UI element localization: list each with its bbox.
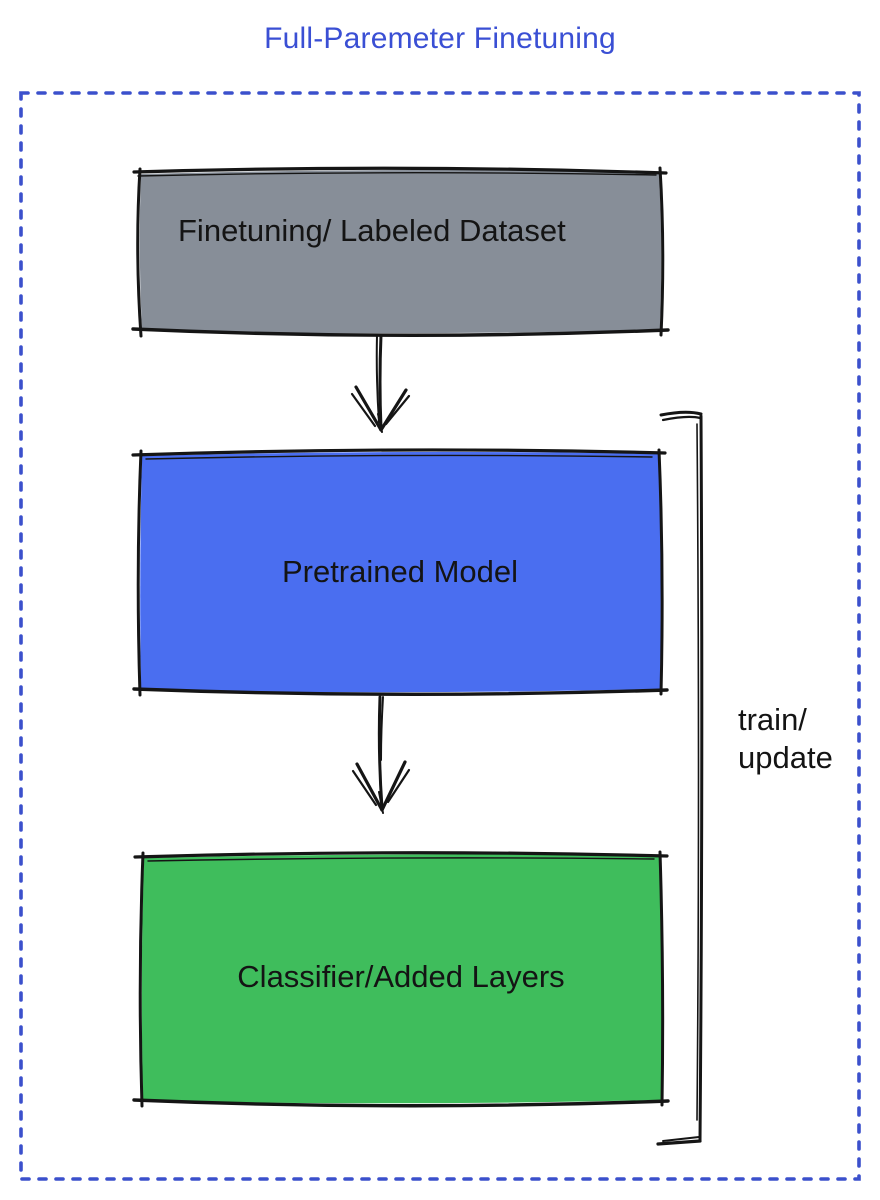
dataset-box-fill — [139, 169, 662, 334]
pretrained-box — [131, 448, 669, 697]
pretrained-box-fill — [140, 451, 661, 693]
train-update-label-line1: train/ — [738, 702, 807, 737]
classifier-box — [132, 850, 670, 1108]
classifier-box-label: Classifier/Added Layers — [237, 959, 565, 994]
dataset-box-overdraw — [137, 172, 657, 177]
pretrained-box-stroke-left — [136, 449, 143, 697]
classifier-box-overdraw — [147, 857, 655, 862]
dataset-box — [131, 166, 670, 338]
train-update-label-line2: update — [738, 740, 833, 775]
pretrained-box-stroke-right — [657, 448, 664, 696]
dataset-box-stroke-left — [136, 167, 143, 338]
down-arrow-icon — [350, 333, 411, 433]
classifier-box-stroke-top — [133, 851, 669, 859]
dataset-box-label: Finetuning/ Labeled Dataset — [178, 213, 566, 248]
dotted-boundary — [19, 91, 861, 1181]
diagram-title: Full-Paremeter Finetuning — [264, 22, 616, 55]
pretrained-box-label: Pretrained Model — [281, 554, 519, 589]
classifier-box-fill — [141, 854, 662, 1104]
classifier-box-stroke-right — [658, 850, 665, 1107]
pretrained-box-stroke-top — [131, 448, 667, 457]
train-update-label: train/ update — [738, 701, 833, 777]
classifier-box-stroke-bottom — [132, 1098, 670, 1108]
dataset-box-stroke-right — [658, 166, 665, 337]
dataset-box-stroke-bottom — [131, 327, 670, 337]
dataset-box-stroke-top — [132, 166, 668, 175]
down-arrow-icon — [351, 695, 411, 814]
pretrained-box-stroke-bottom — [132, 687, 669, 696]
classifier-box-stroke-left — [138, 851, 145, 1108]
train-update-bracket — [656, 410, 704, 1146]
pretrained-box-overdraw — [145, 454, 653, 460]
